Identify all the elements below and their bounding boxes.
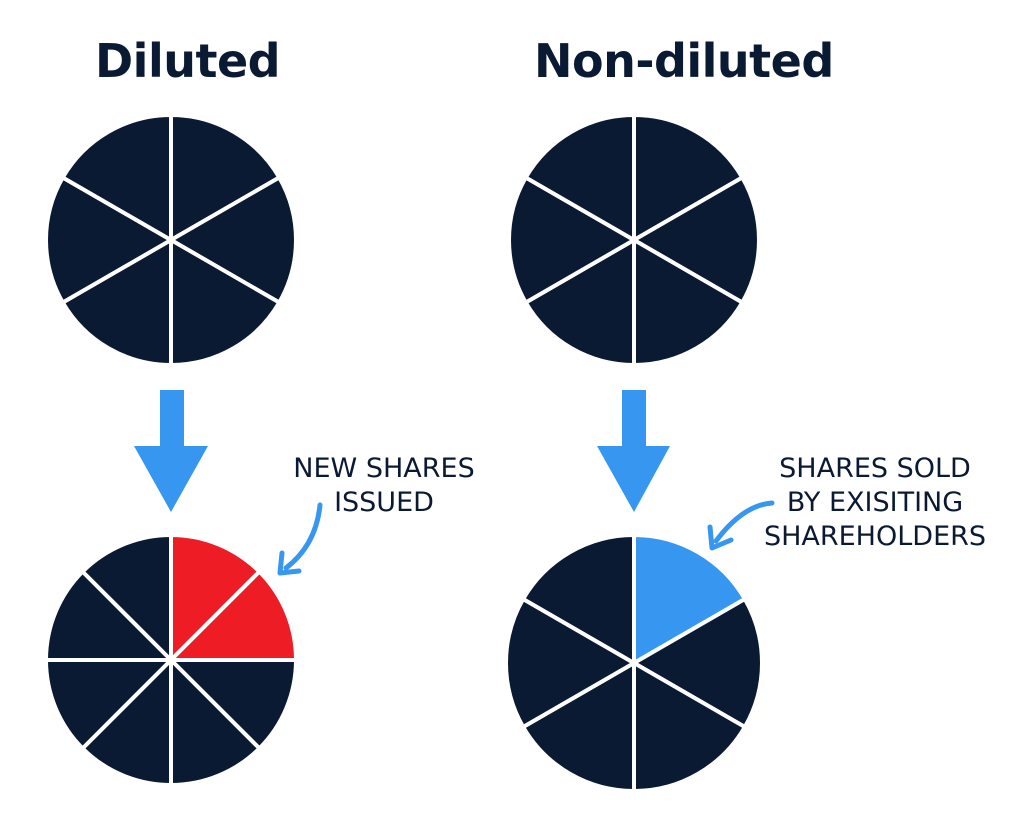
pointer-arrow-head-right (707, 524, 734, 551)
pie-diluted-before (44, 113, 298, 367)
pie-slice (80, 658, 173, 787)
pie-slice (521, 661, 636, 793)
pointer-arrow-icon-left (283, 502, 323, 571)
pointer-arrow-icon-right (713, 500, 775, 544)
pie-slice (44, 569, 173, 662)
pie-non-diluted-after (504, 533, 764, 793)
pie-slice-highlighted (169, 569, 298, 662)
pie-slice (169, 113, 282, 242)
pie-slice (504, 597, 636, 729)
new-shares-annotation: NEW SHARES ISSUED (274, 452, 494, 520)
annotation-line: NEW SHARES (293, 453, 475, 484)
diluted-heading: Diluted (95, 34, 281, 88)
pie-non-diluted-before (507, 113, 761, 367)
annotation-line: ISSUED (334, 487, 434, 518)
pie-slice (632, 113, 745, 242)
pie-slice (44, 175, 173, 305)
pie-slice-highlighted (632, 533, 747, 665)
non-diluted-heading: Non-diluted (534, 34, 834, 88)
pie-slice (80, 533, 173, 662)
pie-slice (169, 658, 262, 787)
annotation-line: SHARES SOLD (779, 453, 971, 484)
pie-slice (632, 661, 747, 793)
pie-slice (169, 238, 282, 367)
pie-slice (507, 175, 636, 305)
pie-diluted-after (44, 533, 298, 787)
pie-slice (523, 113, 636, 242)
pie-slice (523, 238, 636, 367)
pie-slice (169, 658, 298, 751)
pie-slice (169, 175, 298, 305)
pie-slice (632, 175, 761, 305)
pie-slice-highlighted (169, 533, 262, 662)
pie-slice (632, 597, 764, 729)
arrow-down-icon-right (597, 390, 670, 512)
arrow-down-icon-left (134, 390, 208, 512)
shares-sold-annotation: SHARES SOLD BY EXISITING SHAREHOLDERS (734, 452, 1016, 554)
pie-slice (60, 238, 173, 367)
pie-slice (44, 658, 173, 751)
pointer-arrow-head-left (277, 550, 302, 576)
pie-slice (632, 238, 745, 367)
annotation-line: SHAREHOLDERS (763, 521, 987, 552)
annotation-line: BY EXISITING (786, 487, 964, 518)
pie-slice (521, 533, 636, 665)
pie-slice (60, 113, 173, 242)
